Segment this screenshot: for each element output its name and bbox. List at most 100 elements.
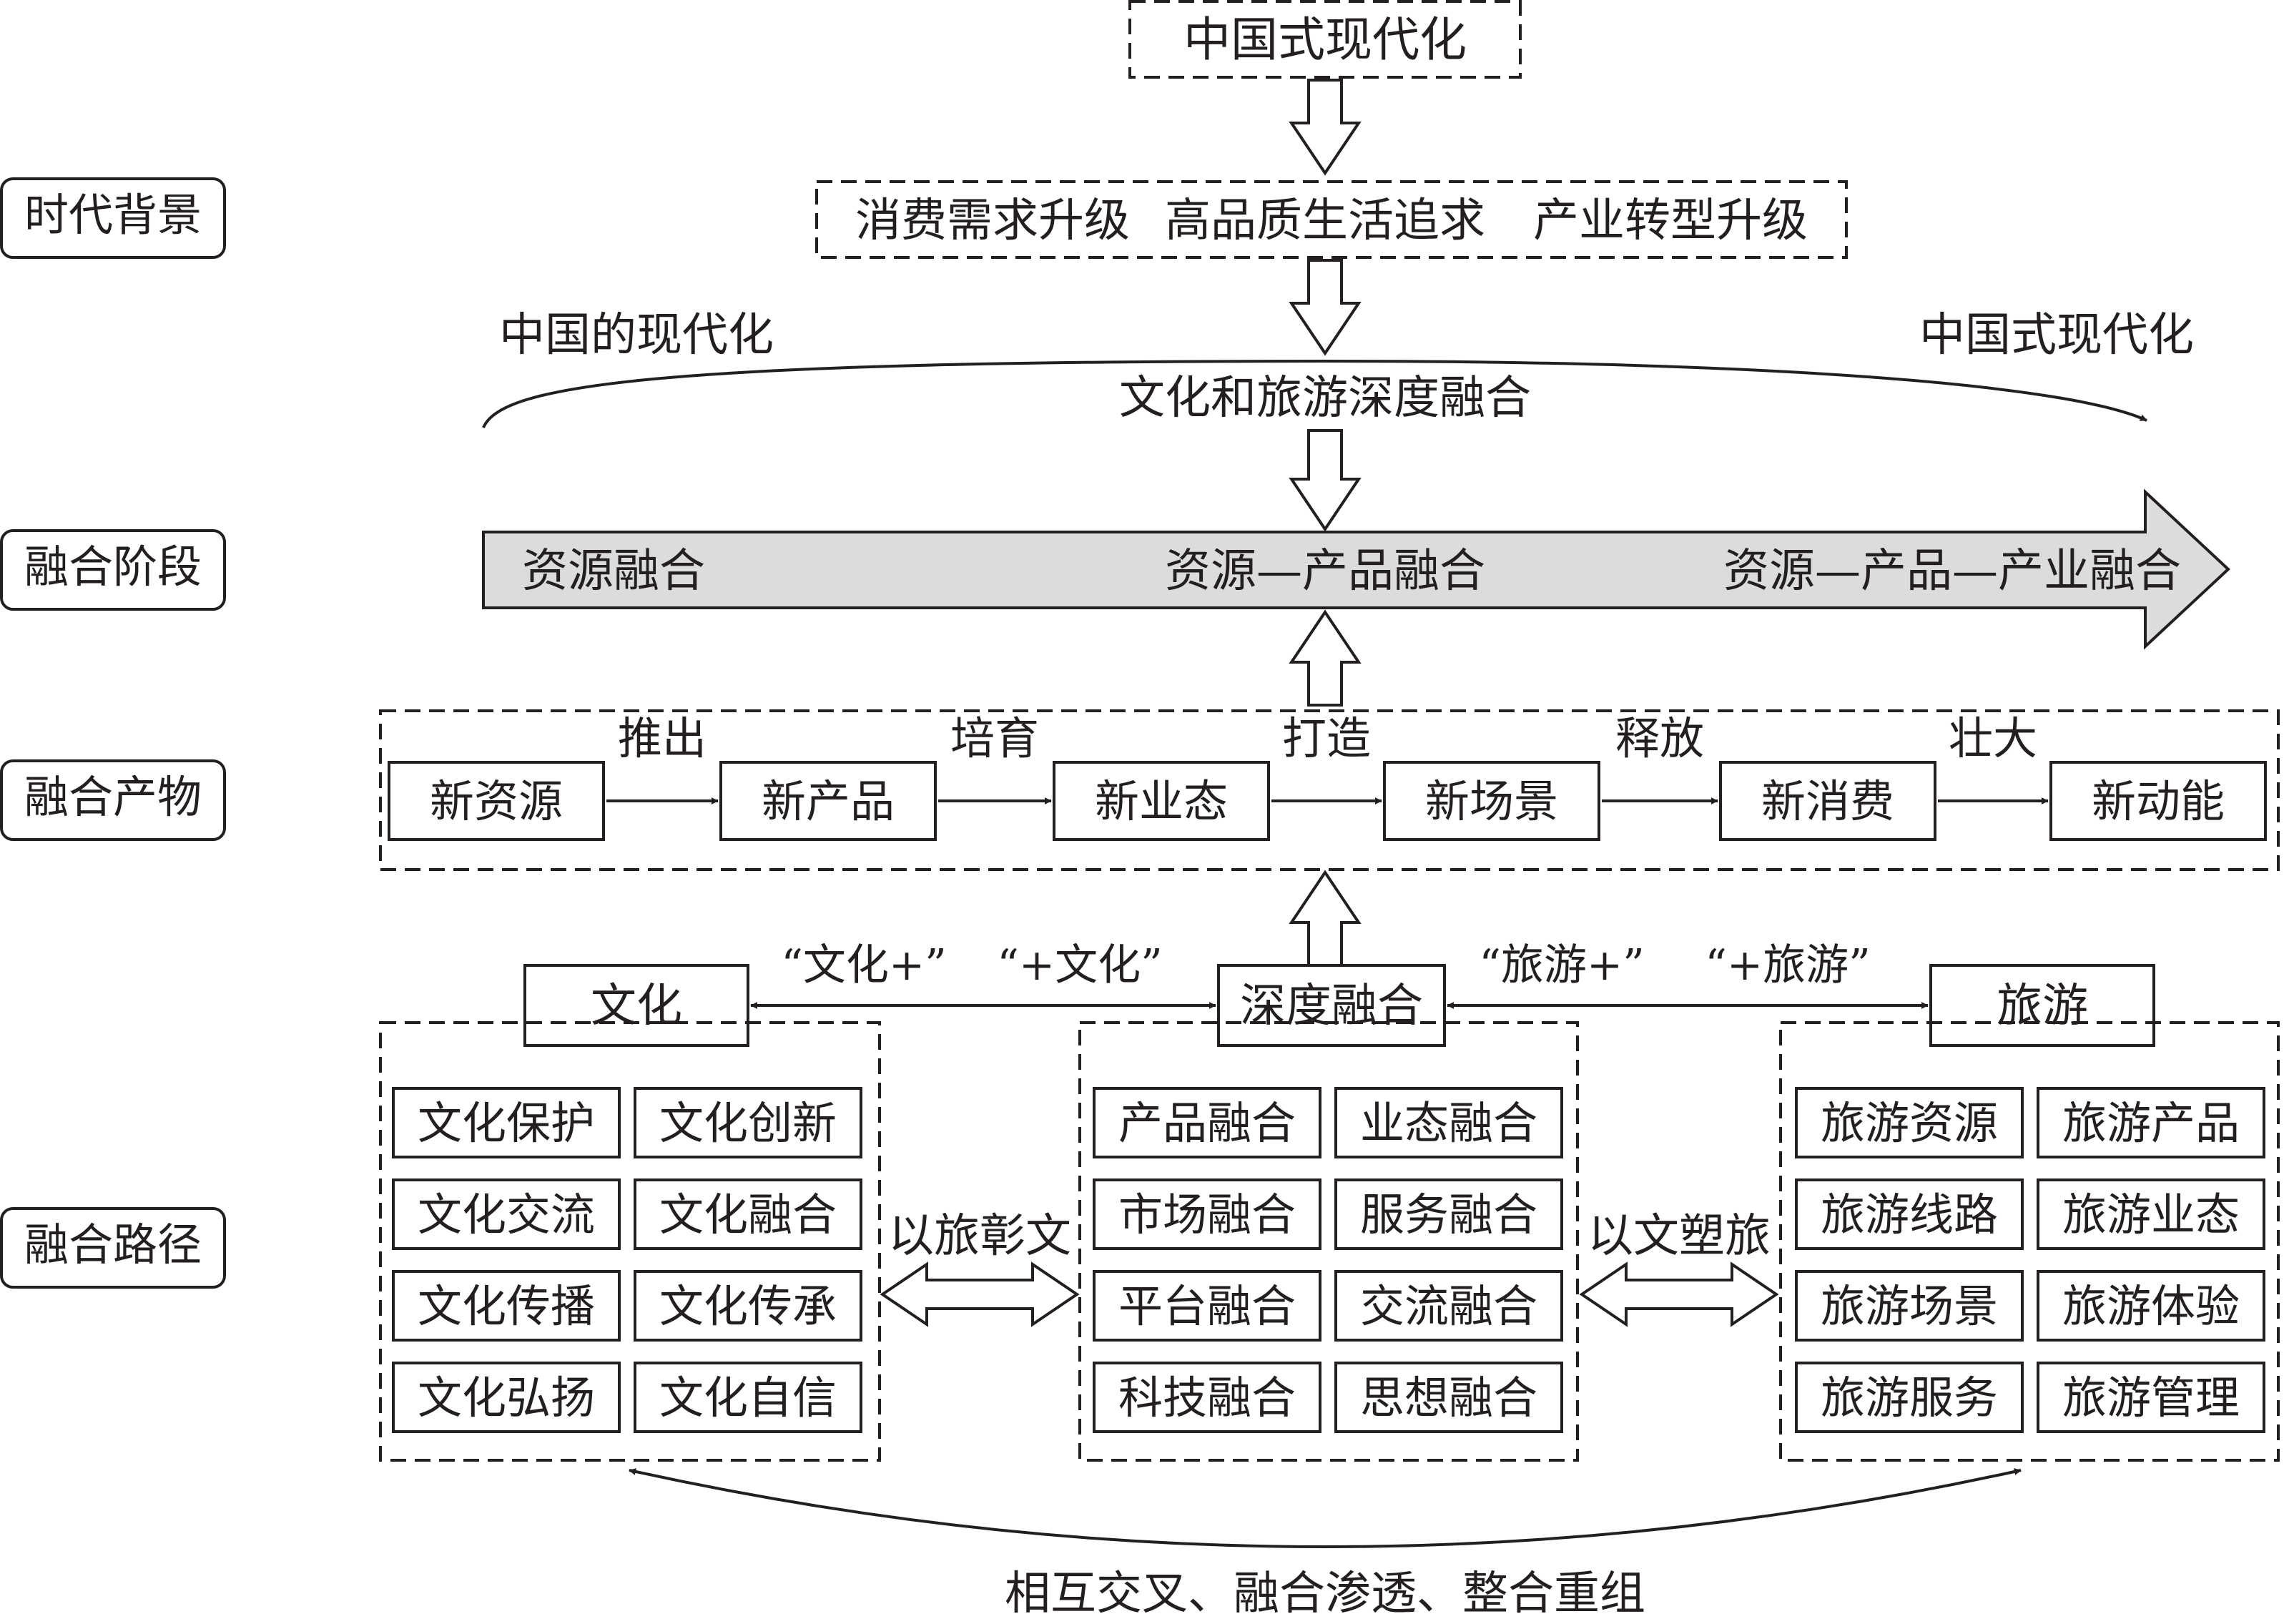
culture-header: 文化 <box>523 964 749 1047</box>
culture-item: 文化融合 <box>634 1178 862 1250</box>
background-item-3: 产业转型升级 <box>1533 195 1808 247</box>
tourism-item: 旅游资源 <box>1795 1087 2024 1158</box>
row-label-background: 时代背景 <box>0 177 226 259</box>
culture-item: 文化交流 <box>392 1178 621 1250</box>
hollow-double-arrow-left <box>880 1261 1080 1327</box>
tourism-header: 旅游 <box>1929 964 2155 1047</box>
right-stage-label: 中国式现代化 <box>1919 309 2194 362</box>
row-label-stage: 融合阶段 <box>0 529 226 611</box>
stage-band-arrow <box>482 488 2230 650</box>
culture-item: 文化保护 <box>392 1087 621 1158</box>
fusion-items: 产品融合业态融合市场融合 服务融合平台融合交流融合科技融合 思想融合 <box>1093 1087 1563 1433</box>
fusion-item: 交流融合 <box>1334 1270 1563 1342</box>
bottom-label: 相互交叉、融合渗透、整合重组 <box>1005 1568 1645 1620</box>
culture-item-label: 文化创新 <box>659 1097 837 1149</box>
tourism-item-label: 旅游业态 <box>2062 1189 2240 1241</box>
row-label-product: 融合产物 <box>0 759 226 841</box>
fusion-item-label: 市场融合 <box>1118 1189 1296 1241</box>
fusion-item: 平台融合 <box>1093 1270 1321 1342</box>
tourism-item: 旅游服务 <box>1795 1362 2024 1433</box>
fusion-item: 科技融合 <box>1093 1362 1321 1433</box>
hollow-double-arrow-right <box>1579 1261 1779 1327</box>
stage-3: 资源—产品—产业融合 <box>1723 545 2181 598</box>
mid-right-label: 以文塑旅 <box>1588 1210 1771 1263</box>
tourism-container <box>1779 1021 2280 1462</box>
culture-item-label: 文化保护 <box>418 1097 595 1149</box>
culture-item-label: 文化传承 <box>659 1280 837 1332</box>
tourism-header-text: 旅游 <box>1997 980 2088 1033</box>
product-label: 新消费 <box>1761 775 1894 827</box>
tourism-item: 旅游业态 <box>2037 1178 2265 1250</box>
culture-item: 文化自信 <box>634 1362 862 1433</box>
background-item-1: 消费需求升级 <box>855 195 1130 247</box>
background-box: 消费需求升级 高品质生活追求 产业转型升级 <box>815 180 1848 259</box>
fusion-item: 市场融合 <box>1093 1178 1321 1250</box>
product-box: 新动能 <box>2049 761 2267 841</box>
fusion-header: 深度融合 <box>1217 964 1446 1047</box>
product-flow-verb: 推出 <box>618 712 707 764</box>
fusion-item: 思想融合 <box>1334 1362 1563 1433</box>
fusion-container <box>1078 1021 1579 1462</box>
tourism-item: 旅游线路 <box>1795 1178 2024 1250</box>
culture-header-text: 文化 <box>591 980 682 1033</box>
tourism-item-label: 旅游资源 <box>1821 1097 1998 1149</box>
row-label-path-text: 融合路径 <box>24 1219 202 1271</box>
fusion-item-label: 思想融合 <box>1360 1372 1537 1424</box>
hollow-arrow-down-2 <box>1289 259 1362 356</box>
row-label-stage-text: 融合阶段 <box>24 541 202 593</box>
fusion-item: 服务融合 <box>1334 1178 1563 1250</box>
culture-item-label: 文化弘扬 <box>418 1372 595 1424</box>
title-text: 中国式现代化 <box>1183 12 1467 67</box>
background-item-2: 高品质生活追求 <box>1165 195 1485 247</box>
product-flow-verb: 释放 <box>1615 712 1704 764</box>
hollow-arrow-up-2 <box>1289 870 1362 967</box>
product-box: 新消费 <box>1719 761 1936 841</box>
mid-left-label: 以旅彰文 <box>888 1210 1071 1263</box>
link-label-tourism-plus: “旅游+” <box>1479 940 1645 990</box>
fusion-item-label: 科技融合 <box>1118 1372 1296 1424</box>
culture-item-label: 文化融合 <box>659 1189 837 1241</box>
tourism-item: 旅游产品 <box>2037 1087 2265 1158</box>
product-label: 新产品 <box>762 775 895 827</box>
fusion-item: 业态融合 <box>1334 1087 1563 1158</box>
culture-item-label: 文化传播 <box>418 1280 595 1332</box>
left-stage-label: 中国的现代化 <box>499 309 774 362</box>
fusion-item-label: 平台融合 <box>1118 1280 1296 1332</box>
bottom-curve-arrow <box>629 1468 2022 1548</box>
stage-band: 资源融合 资源—产品融合 资源—产品—产业融合 <box>482 488 2230 650</box>
product-flow-verb: 培育 <box>950 712 1039 764</box>
tourism-item: 旅游管理 <box>2037 1362 2265 1433</box>
tourism-item-label: 旅游线路 <box>1821 1189 1998 1241</box>
product-box: 新场景 <box>1383 761 1600 841</box>
culture-item-label: 文化自信 <box>659 1372 837 1424</box>
title-box: 中国式现代化 <box>1128 0 1522 79</box>
fusion-item: 产品融合 <box>1093 1087 1321 1158</box>
tourism-item-label: 旅游服务 <box>1821 1372 1998 1424</box>
tourism-item-label: 旅游产品 <box>2062 1097 2240 1149</box>
hollow-arrow-down-3 <box>1289 429 1362 532</box>
product-flow-verb: 打造 <box>1282 712 1371 764</box>
center-label: 文化和旅游深度融合 <box>1119 372 1531 425</box>
stage-2: 资源—产品融合 <box>1165 545 1485 598</box>
product-label: 新资源 <box>430 775 563 827</box>
products-container <box>379 709 2280 871</box>
tourism-item-label: 旅游管理 <box>2062 1372 2240 1424</box>
row-label-background-text: 时代背景 <box>24 189 202 241</box>
culture-item: 文化传播 <box>392 1270 621 1342</box>
stage-1: 资源融合 <box>522 545 705 598</box>
tourism-item: 旅游场景 <box>1795 1270 2024 1342</box>
culture-item: 文化传承 <box>634 1270 862 1342</box>
product-label: 新场景 <box>1425 775 1558 827</box>
link-label-plus-culture: “+文化” <box>997 940 1163 990</box>
tourism-item-label: 旅游体验 <box>2062 1280 2240 1332</box>
fusion-item-label: 业态融合 <box>1360 1097 1537 1149</box>
product-box: 新资源 <box>388 761 605 841</box>
tourism-item-label: 旅游场景 <box>1821 1280 1998 1332</box>
product-flow-verb: 壮大 <box>1949 712 2037 764</box>
modernization-curve <box>482 359 2147 428</box>
product-box: 新产品 <box>719 761 937 841</box>
culture-item: 文化创新 <box>634 1087 862 1158</box>
fusion-item-label: 服务融合 <box>1360 1189 1537 1241</box>
